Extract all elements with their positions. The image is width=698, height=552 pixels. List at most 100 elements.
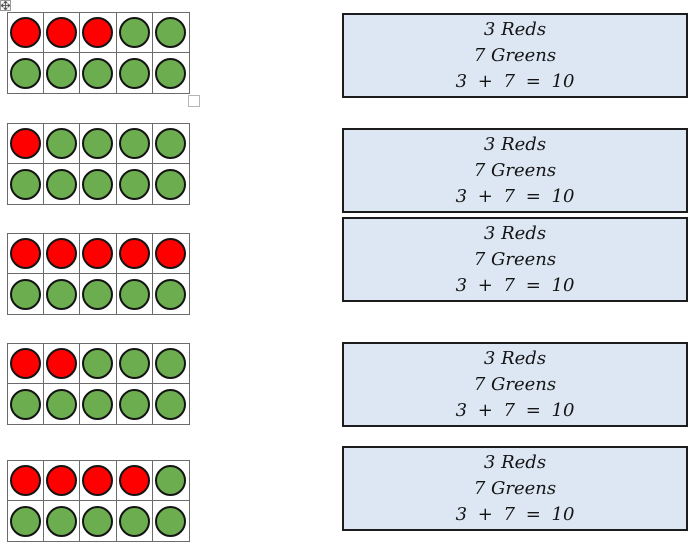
- answer-line: 3 + 7 = 10: [455, 185, 575, 207]
- frame-cell: [8, 501, 45, 541]
- frame-cell: [116, 461, 153, 501]
- frame-cell: [8, 164, 45, 204]
- answer-box-3[interactable]: 3 Reds 7 Greens 3 + 7 = 10: [342, 217, 688, 302]
- frame-cell: [44, 124, 81, 164]
- answer-line: 7 Greens: [473, 248, 557, 270]
- green-counter: [118, 168, 150, 200]
- green-counter: [155, 17, 187, 48]
- answer-line: 7 Greens: [473, 477, 557, 499]
- red-counter: [155, 238, 187, 269]
- ten-frame-2[interactable]: [7, 123, 190, 205]
- red-counter: [10, 348, 42, 379]
- green-counter: [155, 168, 187, 200]
- frame-cell: [80, 124, 117, 164]
- frame-cell: [8, 53, 45, 93]
- frame-cell: [44, 384, 81, 424]
- red-counter: [118, 238, 150, 269]
- green-counter: [118, 57, 150, 89]
- frame-cell: [80, 234, 117, 274]
- frame-cell: [152, 124, 189, 164]
- four-way-arrow-icon: [1, 1, 10, 10]
- green-counter: [155, 505, 187, 537]
- red-counter: [82, 465, 114, 496]
- green-counter: [118, 17, 150, 48]
- answer-line: 3 + 7 = 10: [455, 503, 575, 525]
- red-counter: [10, 465, 42, 496]
- red-counter: [46, 238, 78, 269]
- red-counter: [82, 238, 114, 269]
- frame-cell: [44, 501, 81, 541]
- frame-cell: [44, 461, 81, 501]
- answer-line: 7 Greens: [473, 159, 557, 181]
- answer-line: 3 Reds: [483, 347, 547, 369]
- frame-cell: [80, 501, 117, 541]
- green-counter: [118, 278, 150, 310]
- answer-line: 3 + 7 = 10: [455, 70, 575, 92]
- answer-line: 3 Reds: [483, 222, 547, 244]
- frame-cell: [8, 234, 45, 274]
- frame-cell: [44, 53, 81, 93]
- ten-frame-3[interactable]: [7, 233, 190, 315]
- green-counter: [118, 505, 150, 537]
- answer-line: 7 Greens: [473, 373, 557, 395]
- frame-cell: [153, 53, 189, 93]
- answer-box-2[interactable]: 3 Reds 7 Greens 3 + 7 = 10: [342, 128, 688, 213]
- green-counter: [10, 57, 42, 89]
- frame-cell: [152, 234, 189, 274]
- frame-cell: [153, 501, 189, 541]
- green-counter: [82, 388, 114, 420]
- table-resize-handle[interactable]: [188, 95, 200, 107]
- frame-cell: [44, 234, 81, 274]
- frame-cell: [117, 501, 153, 541]
- frame-cell: [117, 384, 153, 424]
- green-counter: [82, 168, 114, 200]
- frame-cell: [153, 384, 189, 424]
- green-counter: [82, 278, 114, 310]
- frame-cell: [152, 461, 189, 501]
- frame-cell: [153, 164, 189, 204]
- ten-frame-5[interactable]: [7, 460, 190, 542]
- frame-cell: [80, 53, 117, 93]
- frame-cell: [80, 461, 117, 501]
- green-counter: [155, 128, 187, 159]
- green-counter: [118, 128, 150, 159]
- green-counter: [46, 278, 78, 310]
- frame-cell: [8, 461, 45, 501]
- frame-cell: [8, 344, 45, 384]
- ten-frame-4[interactable]: [7, 343, 190, 425]
- green-counter: [118, 388, 150, 420]
- frame-cell: [117, 274, 153, 314]
- frame-cell: [44, 164, 81, 204]
- frame-cell: [116, 234, 153, 274]
- green-counter: [82, 348, 114, 379]
- frame-cell: [80, 274, 117, 314]
- green-counter: [82, 505, 114, 537]
- green-counter: [46, 505, 78, 537]
- table-move-handle[interactable]: [0, 0, 11, 11]
- green-counter: [155, 388, 187, 420]
- frame-cell: [44, 274, 81, 314]
- frame-cell: [44, 13, 81, 53]
- red-counter: [82, 17, 114, 48]
- green-counter: [46, 128, 78, 159]
- frame-cell: [116, 344, 153, 384]
- frame-cell: [8, 384, 45, 424]
- frame-cell: [152, 13, 189, 53]
- green-counter: [82, 57, 114, 89]
- answer-line: 7 Greens: [473, 44, 557, 66]
- green-counter: [46, 388, 78, 420]
- frame-cell: [80, 164, 117, 204]
- green-counter: [10, 388, 42, 420]
- green-counter: [46, 168, 78, 200]
- answer-line: 3 Reds: [483, 133, 547, 155]
- answer-line: 3 + 7 = 10: [455, 274, 575, 296]
- frame-cell: [152, 344, 189, 384]
- frame-cell: [44, 344, 81, 384]
- red-counter: [46, 348, 78, 379]
- ten-frame-1[interactable]: [7, 12, 190, 94]
- green-counter: [155, 348, 187, 379]
- frame-cell: [116, 124, 153, 164]
